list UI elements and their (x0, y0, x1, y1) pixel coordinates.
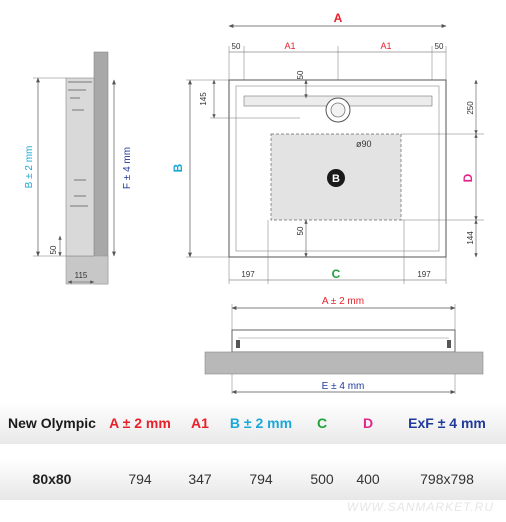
cell-d: 400 (356, 471, 380, 487)
label-a-tolerance: A ± 2 mm (322, 296, 364, 307)
cell-exf: 798x798 (420, 471, 474, 487)
label-e-tolerance: E ± 4 mm (322, 381, 365, 392)
label-f-tolerance: F ± 4 mm (122, 147, 133, 189)
cell-b: 794 (249, 471, 273, 487)
table-row: 80x80 794 347 794 500 400 798x798 (0, 458, 506, 500)
zone-b-marker (327, 169, 345, 187)
label-side-115: 115 (75, 271, 88, 280)
technical-drawing: B ± 2 mm F ± 4 mm 50 115 A 50 A1 A1 50 (24, 11, 484, 394)
label-250: 250 (466, 101, 475, 115)
top-view: A 50 A1 A1 50 50 145 B B ø90 (171, 11, 484, 284)
watermark: WWW.SANMARKET.RU (346, 500, 494, 514)
spec-table-header: New Olympic A ± 2 mm A1 B ± 2 mm C D ExF… (0, 402, 506, 444)
side-view-wall (93, 51, 109, 285)
label-197-left: 197 (241, 270, 255, 279)
cell-a: 794 (128, 471, 152, 487)
label-50-right: 50 (435, 42, 444, 51)
label-a1-left: A1 (284, 41, 295, 51)
label-50-bottom: 50 (296, 226, 305, 235)
front-view: A ± 2 mm E ± 4 mm (204, 296, 484, 394)
cell-model: 80x80 (32, 471, 72, 487)
label-b-tolerance: B ± 2 mm (24, 146, 35, 189)
side-view-tray-rim (68, 81, 92, 207)
drain-inner (330, 102, 346, 118)
front-view-tray (231, 329, 456, 353)
front-view-floor (204, 351, 484, 375)
header-b: B ± 2 mm (229, 415, 293, 431)
label-side-50: 50 (49, 245, 58, 254)
label-drain-diameter: ø90 (356, 139, 372, 149)
label-145: 145 (199, 92, 208, 106)
header-exf: ExF ± 4 mm (408, 415, 486, 431)
cell-a1: 347 (188, 471, 212, 487)
side-view: B ± 2 mm F ± 4 mm 50 115 (24, 51, 133, 285)
label-a: A (334, 11, 343, 25)
header-c: C (316, 415, 328, 431)
label-144: 144 (466, 231, 475, 245)
header-model: New Olympic (8, 415, 96, 431)
label-197-right: 197 (417, 270, 431, 279)
label-d: D (461, 173, 475, 182)
header-a1: A1 (191, 415, 209, 431)
label-b-top: B (171, 163, 185, 172)
label-50-left: 50 (232, 42, 241, 51)
zone-b-marker-label: B (332, 173, 340, 185)
cell-c: 500 (310, 471, 334, 487)
label-a1-right: A1 (380, 41, 391, 51)
header-a: A ± 2 mm (109, 415, 171, 431)
label-c: C (332, 267, 341, 281)
side-view-floor (65, 255, 109, 285)
label-50-drain: 50 (296, 70, 305, 79)
side-view-tray-profile (65, 77, 95, 257)
header-d: D (362, 415, 374, 431)
